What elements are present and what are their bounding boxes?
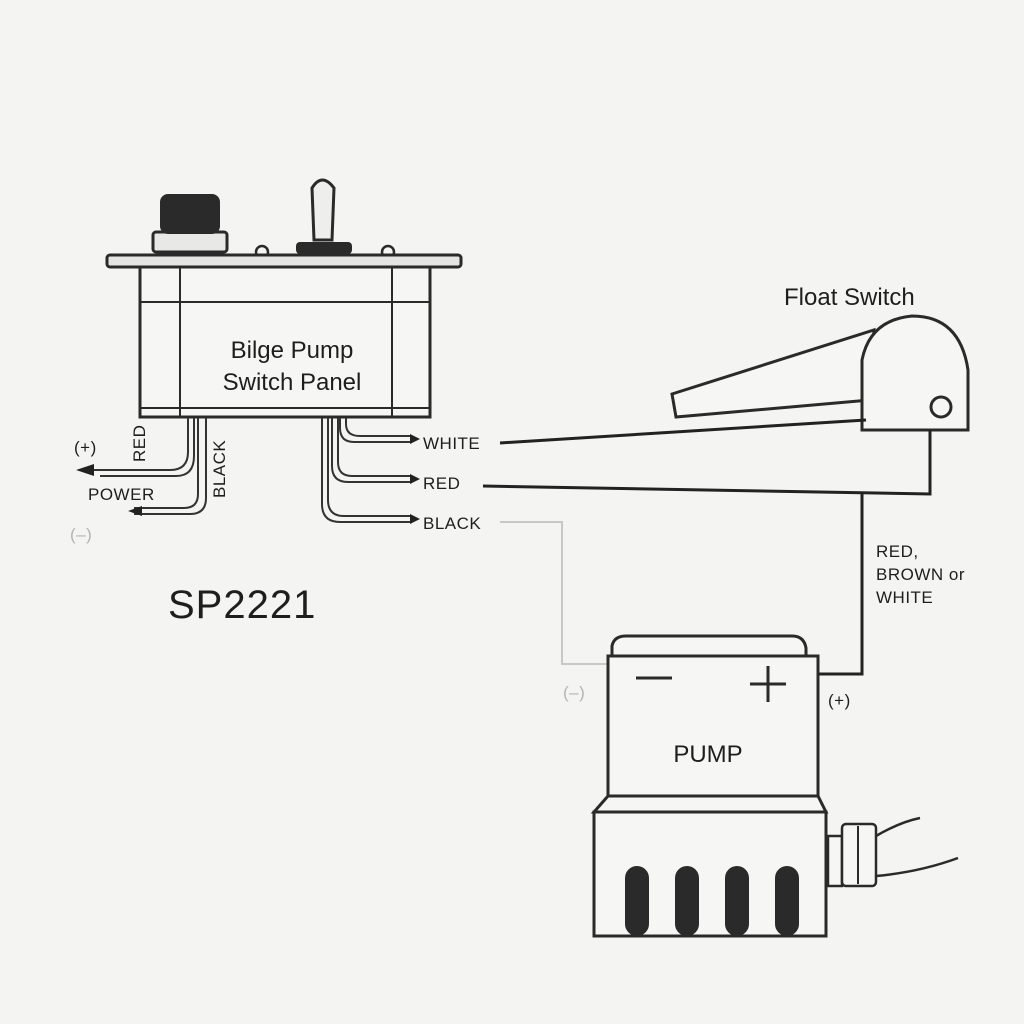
- switch-panel: Bilge Pump Switch Panel: [105, 178, 463, 419]
- power-plus-label: (+): [74, 438, 97, 457]
- power-label: POWER: [88, 485, 155, 504]
- pivot-icon: [929, 395, 953, 419]
- panel-title-line2: Switch Panel: [223, 369, 362, 396]
- power-wire-red-label: RED: [130, 425, 149, 462]
- pump-minus-terminal-label: (–): [563, 683, 585, 702]
- breaker-button: [151, 194, 229, 254]
- float-wire-note-line2: BROWN or: [876, 565, 965, 584]
- pump-plus-terminal-label: (+): [828, 691, 851, 710]
- power-minus-label: (–): [70, 525, 92, 544]
- float-wire-note-line3: WHITE: [876, 588, 933, 607]
- arrow-left-icon: [128, 506, 142, 516]
- pump-outlet: [826, 816, 959, 888]
- power-wire-black-label: BLACK: [210, 440, 229, 498]
- pump-label: PUMP: [673, 741, 742, 768]
- pump: PUMP (–) (+): [563, 634, 959, 938]
- power-wires: (+) (–) POWER RED BLACK: [70, 418, 229, 544]
- panel-title-line1: Bilge Pump: [231, 337, 354, 364]
- wire-label-white: WHITE: [423, 434, 480, 453]
- intake-slot: [725, 866, 749, 936]
- toggle-switch: [296, 178, 352, 254]
- output-wires: WHITE RED BLACK: [321, 418, 481, 533]
- float-switch-title: Float Switch: [784, 284, 915, 311]
- intake-slot: [775, 866, 799, 936]
- intake-slot: [625, 866, 649, 936]
- connecting-wires: RED, BROWN or WHITE: [482, 418, 965, 676]
- wire-label-red: RED: [423, 474, 460, 493]
- panel-faceplate: [105, 253, 463, 269]
- wire-label-black: BLACK: [423, 514, 481, 533]
- model-number: SP2221: [168, 583, 316, 627]
- float-switch: Float Switch: [670, 284, 970, 432]
- arrow-left-icon: [76, 464, 94, 476]
- panel-body: [138, 265, 432, 419]
- intake-slot: [675, 866, 699, 936]
- plus-symbol-icon: [750, 666, 786, 702]
- float-wire-note-line1: RED,: [876, 542, 919, 561]
